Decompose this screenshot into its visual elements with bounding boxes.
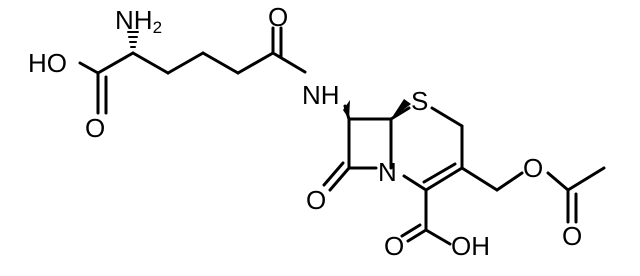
amino-label: NH2 — [115, 5, 162, 37]
acid-oxygen-left-label: O — [85, 113, 105, 143]
amide-nitrogen-label: NH — [302, 80, 340, 110]
stereo-wedge-bond-h — [391, 99, 411, 119]
lactam-oxygen-label: O — [306, 185, 326, 215]
ring-nitrogen-label: N — [378, 157, 397, 187]
stereo-hash-bond — [127, 31, 139, 48]
side-chain — [78, 26, 307, 115]
ester-oxygen-label: O — [523, 153, 543, 183]
amide-oxygen-label: O — [268, 2, 288, 32]
carboxyl-hydroxyl-label: OH — [451, 231, 490, 261]
cephem-core — [322, 99, 606, 246]
hydroxyl-left-label: HO — [28, 48, 67, 78]
acetyl-oxygen-label: O — [562, 221, 582, 251]
atom-labels: NH2 HO O O NH S O N O O O OH — [28, 2, 582, 261]
carboxyl-oxygen-label: O — [384, 231, 404, 261]
sulfur-label: S — [411, 86, 428, 116]
